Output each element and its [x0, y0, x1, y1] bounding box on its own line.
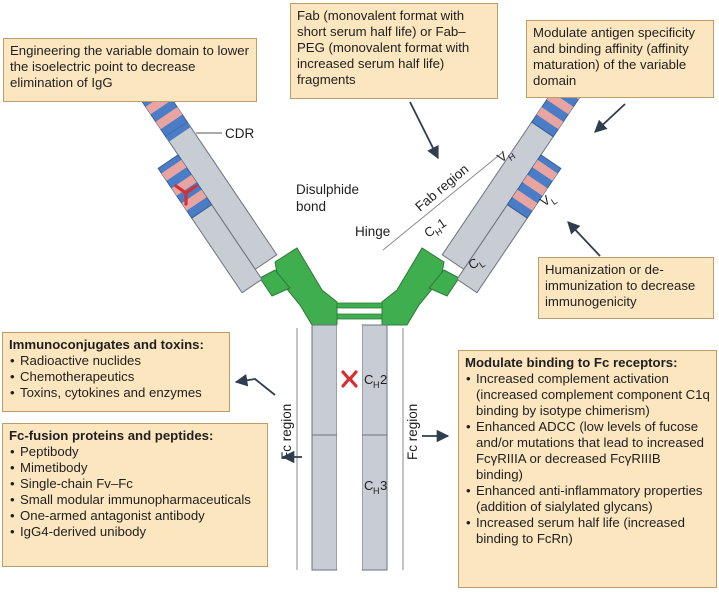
fab-fragments-box: Fab (monovalent format with short serum …: [290, 3, 498, 99]
fc-left-ch3: [311, 434, 338, 571]
immunoconjugates-arrow: [234, 374, 276, 396]
cdr-label: CDR: [225, 126, 254, 141]
list-item: Enhanced anti-inflammatory properties (a…: [465, 483, 710, 515]
left-light-link: [259, 269, 291, 297]
fc-glycan-icon: [341, 370, 358, 388]
fab-fragments-arrow: [409, 101, 439, 160]
fc-region-label-right: Fc region: [405, 404, 420, 460]
right-fab-arm: [381, 71, 588, 326]
left-fab-arm: [131, 71, 338, 326]
svg-text:C: C: [364, 478, 373, 493]
svg-text:H: H: [433, 226, 444, 238]
list-item: IgG4-derived unibody: [9, 524, 261, 540]
disulphide-label-line2: bond: [296, 199, 326, 214]
fc-fusion-title: Fc-fusion proteins and peptides:: [9, 428, 214, 443]
fc-receptors-list: Increased complement activation (increas…: [465, 371, 710, 547]
list-item: Enhanced ADCC (low levels of fucose and/…: [465, 419, 710, 483]
immunoconjugates-title: Immunoconjugates and toxins:: [9, 337, 204, 352]
list-item: Peptibody: [9, 444, 261, 460]
fc-receptors-box: Modulate binding to Fc receptors: Increa…: [458, 350, 717, 588]
immunoconjugates-box: Immunoconjugates and toxins: Radioactive…: [2, 332, 230, 412]
fc-receptors-title: Modulate binding to Fc receptors:: [465, 355, 678, 370]
fab-region-label: Fab region: [412, 161, 471, 214]
list-item: Mimetibody: [9, 460, 261, 476]
svg-text:H: H: [373, 486, 380, 496]
fc-fusion-list: Peptibody Mimetibody Single-chain Fv–Fc …: [9, 444, 261, 540]
humanization-arrow: [567, 221, 601, 257]
hinge-label: Hinge: [355, 224, 390, 239]
fab-region-bracket: [382, 151, 504, 251]
list-item: Radioactive nuclides: [9, 353, 223, 369]
fc-right-ch3: [361, 434, 388, 571]
cdr-antigen-icon: [174, 184, 198, 206]
affinity-arrow: [594, 103, 626, 133]
fc-stems: [311, 324, 388, 571]
disulphide-label-line1: Disulphide: [296, 182, 359, 197]
list-item: Chemotherapeutics: [9, 369, 223, 385]
disulphide-bond-top: [336, 302, 383, 309]
right-light-link: [428, 269, 460, 297]
svg-text:2: 2: [380, 372, 387, 387]
ch1-domain-label: C H 1: [421, 215, 449, 240]
immunoconjugates-list: Radioactive nuclides Chemotherapeutics T…: [9, 353, 223, 401]
list-item: Increased serum half life (increased bin…: [465, 515, 710, 547]
svg-text:L: L: [477, 259, 487, 270]
disulphide-bond-bottom: [336, 313, 383, 320]
humanization-box: Humanization or de-immunization to decre…: [538, 257, 714, 319]
ch2-domain-label: C H 2: [364, 372, 387, 390]
fc-region-label-left: Fc region: [279, 404, 294, 460]
svg-text:3: 3: [380, 478, 387, 493]
svg-text:H: H: [506, 151, 517, 163]
list-item: Increased complement activation (increas…: [465, 371, 710, 419]
fc-left-ch2: [311, 324, 338, 436]
list-item: Small modular immunopharmaceuticals: [9, 492, 261, 508]
svg-text:C: C: [364, 372, 373, 387]
left-light-chain: [157, 154, 263, 294]
fc-fusion-box: Fc-fusion proteins and peptides: Peptibo…: [2, 423, 268, 567]
fc-right-ch2: [361, 324, 388, 436]
list-item: One-armed antagonist antibody: [9, 508, 261, 524]
svg-text:L: L: [549, 196, 559, 207]
svg-text:H: H: [373, 380, 380, 390]
affinity-box: Modulate antigen specificity and binding…: [526, 20, 714, 98]
variable-domain-pi-box: Engineering the variable domain to lower…: [3, 38, 257, 102]
ch3-domain-label: C H 3: [364, 478, 387, 496]
right-light-chain: [456, 154, 562, 294]
list-item: Toxins, cytokines and enzymes: [9, 385, 223, 401]
list-item: Single-chain Fv–Fc: [9, 476, 261, 492]
